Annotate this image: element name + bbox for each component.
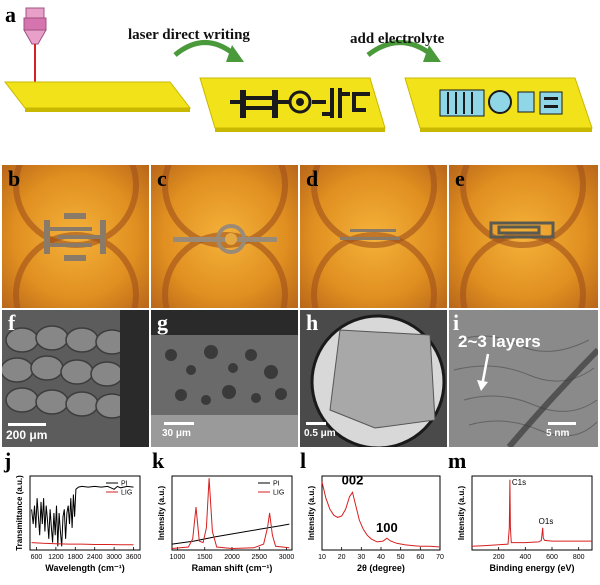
scale-label-f: 200 μm bbox=[6, 428, 48, 442]
chart-l-xtick-label: 70 bbox=[436, 554, 444, 561]
chart-k: 1000 1500 2000 2500 3000 PI LIG Raman shift (cm… bbox=[157, 475, 295, 573]
chart-k-ylabel: Intensity (a.u.) bbox=[157, 486, 166, 541]
chart-m-frame bbox=[471, 475, 593, 551]
chart-l-frame bbox=[321, 475, 441, 551]
panel-label-f: f bbox=[8, 310, 16, 335]
panel-label-d: d bbox=[306, 166, 319, 191]
chart-m-xtick-label: 200 bbox=[493, 554, 505, 561]
scale-bar-f bbox=[8, 423, 46, 426]
layers-arrow-icon bbox=[477, 353, 490, 391]
chart-m-ylabel: Intensity (a.u.) bbox=[457, 486, 466, 541]
sem-f bbox=[2, 310, 149, 447]
panel-label-i: i bbox=[453, 310, 460, 335]
panel-label-b: b bbox=[8, 166, 21, 191]
panel-label-j: j bbox=[4, 448, 12, 473]
lig-electrodes bbox=[230, 88, 370, 118]
chart-m-xlabel: Binding energy (eV) bbox=[489, 563, 574, 573]
scale-label-h: 0.5 μm bbox=[304, 428, 336, 439]
chart-k-series-pi bbox=[171, 523, 290, 545]
chart-l-xtick-label: 40 bbox=[377, 554, 385, 561]
chart-j-xlabel: Wavelength (cm⁻¹) bbox=[45, 563, 124, 573]
chart-k-xtick-label: 1500 bbox=[197, 554, 213, 561]
chart-m-xtick-label: 800 bbox=[573, 554, 585, 561]
panel-label-a: a bbox=[5, 2, 16, 27]
chart-j-legend-label: LIG bbox=[121, 490, 132, 497]
chart-l-peak-002: 002 bbox=[342, 472, 364, 487]
panel-label-g: g bbox=[157, 310, 168, 335]
device-spiral bbox=[489, 221, 555, 239]
chart-k-xtick-label: 2000 bbox=[224, 554, 240, 561]
substrate-plain bbox=[3, 81, 192, 109]
arrow-1-icon bbox=[173, 40, 237, 57]
chart-k-xlabel: Raman shift (cm⁻¹) bbox=[192, 563, 273, 573]
chart-m-xtick-label: 400 bbox=[519, 554, 531, 561]
scale-label-g: 30 μm bbox=[162, 428, 191, 439]
schematic-figure bbox=[3, 7, 593, 132]
sem-i bbox=[449, 310, 598, 447]
panel-label-c: c bbox=[157, 166, 167, 191]
chart-m-peak-c1s: C1s bbox=[512, 478, 526, 487]
chart-l-xtick-label: 30 bbox=[357, 554, 365, 561]
chart-j-frame bbox=[29, 475, 141, 551]
panel-label-k: k bbox=[152, 448, 165, 473]
chart-j-xtick-label: 1800 bbox=[68, 554, 84, 561]
device-interdigital bbox=[44, 213, 106, 261]
chart-k-xtick-label: 1000 bbox=[170, 554, 186, 561]
chart-l-xtick-label: 60 bbox=[416, 554, 424, 561]
sem-h bbox=[300, 310, 447, 447]
panel-label-m: m bbox=[448, 448, 467, 473]
chart-k-legend-label: LIG bbox=[273, 490, 284, 497]
chart-l-ylabel: Intensity (a.u.) bbox=[307, 486, 316, 541]
chart-l-xtick-label: 50 bbox=[397, 554, 405, 561]
chart-l-xlabel: 2θ (degree) bbox=[357, 563, 405, 573]
chart-l-xtick-label: 20 bbox=[338, 554, 346, 561]
photo-e bbox=[449, 165, 598, 308]
panel-a: a bbox=[0, 0, 600, 165]
chart-k-series-lig bbox=[171, 478, 290, 550]
scale-label-i: 5 nm bbox=[546, 428, 570, 439]
step-laser-writing-label: laser direct writing bbox=[128, 27, 250, 43]
photo-b bbox=[2, 165, 149, 308]
chart-m-peak-o1s: O1s bbox=[539, 517, 554, 526]
substrate-lig bbox=[199, 77, 386, 129]
chart-k-xtick-label: 3000 bbox=[279, 554, 295, 561]
device-concentric bbox=[173, 224, 277, 254]
laser-head-icon bbox=[23, 7, 47, 93]
chart-k-legend-label: PI bbox=[273, 481, 280, 488]
chart-l: 10 20 30 40 50 60 70 2θ (degree) Intensity (a.u.… bbox=[307, 472, 444, 573]
device-parallel bbox=[340, 229, 400, 240]
photo-c bbox=[151, 165, 298, 308]
electrolyte-coated-electrodes bbox=[439, 89, 563, 117]
chart-j-xtick-label: 2400 bbox=[87, 554, 103, 561]
chart-j-series-pi bbox=[31, 485, 134, 547]
scale-bar-i bbox=[548, 422, 576, 425]
panel-label-h: h bbox=[306, 310, 319, 335]
chart-l-xtick-label: 10 bbox=[318, 554, 326, 561]
chart-l-peak-100: 100 bbox=[376, 520, 398, 535]
chart-j-ylabel: Transmittance (a.u.) bbox=[15, 475, 24, 551]
chart-k-xtick-label: 2500 bbox=[251, 554, 267, 561]
arrow-2-icon bbox=[366, 40, 434, 58]
sem-g bbox=[151, 310, 298, 447]
scale-bar-h bbox=[306, 422, 326, 425]
chart-j-xtick-label: 3600 bbox=[126, 554, 142, 561]
chart-m-series-0 bbox=[471, 479, 592, 547]
chart-j-xtick-label: 600 bbox=[31, 554, 43, 561]
annotation-layers: 2~3 layers bbox=[458, 332, 541, 351]
chart-j-series-lig bbox=[31, 542, 134, 546]
panel-label-l: l bbox=[300, 448, 307, 473]
scale-bar-g bbox=[164, 422, 194, 425]
chart-j-legend-label: PI bbox=[121, 481, 128, 488]
chart-l-series-0 bbox=[321, 481, 441, 548]
step-add-electrolyte-label: add electrolyte bbox=[350, 31, 445, 47]
chart-j-xtick-label: 1200 bbox=[48, 554, 64, 561]
chart-j-xtick-label: 3000 bbox=[106, 554, 122, 561]
panel-label-e: e bbox=[455, 166, 465, 191]
photo-d bbox=[300, 165, 447, 308]
chart-m-xtick-label: 600 bbox=[546, 554, 558, 561]
